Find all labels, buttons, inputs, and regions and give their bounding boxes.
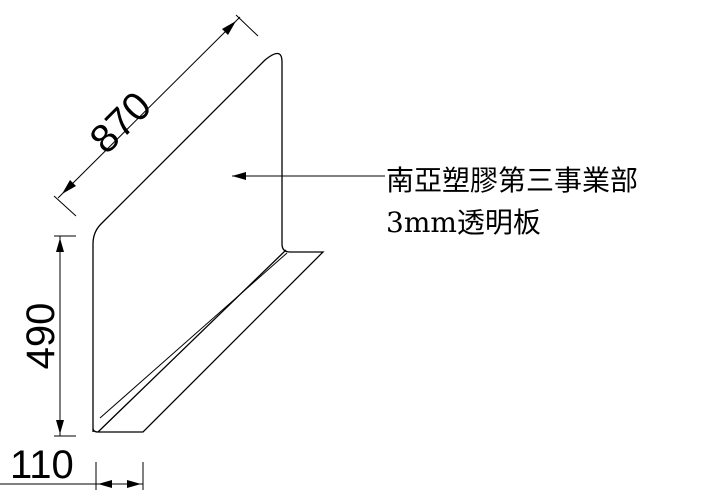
dimension-490: 490 xyxy=(19,235,76,437)
dimension-110: 110 xyxy=(0,443,144,490)
note-line-1: 南亞塑膠第三事業部 xyxy=(386,164,638,197)
annotation-leader: 南亞塑膠第三事業部 3mm透明板 xyxy=(232,164,638,239)
dimension-label-height: 490 xyxy=(19,303,63,370)
panel-outline xyxy=(92,52,325,433)
note-line-2: 3mm透明板 xyxy=(386,206,541,239)
dimension-870: 870 xyxy=(53,14,259,217)
dimension-label-base: 110 xyxy=(10,443,74,487)
dimension-label-length: 870 xyxy=(82,84,160,162)
